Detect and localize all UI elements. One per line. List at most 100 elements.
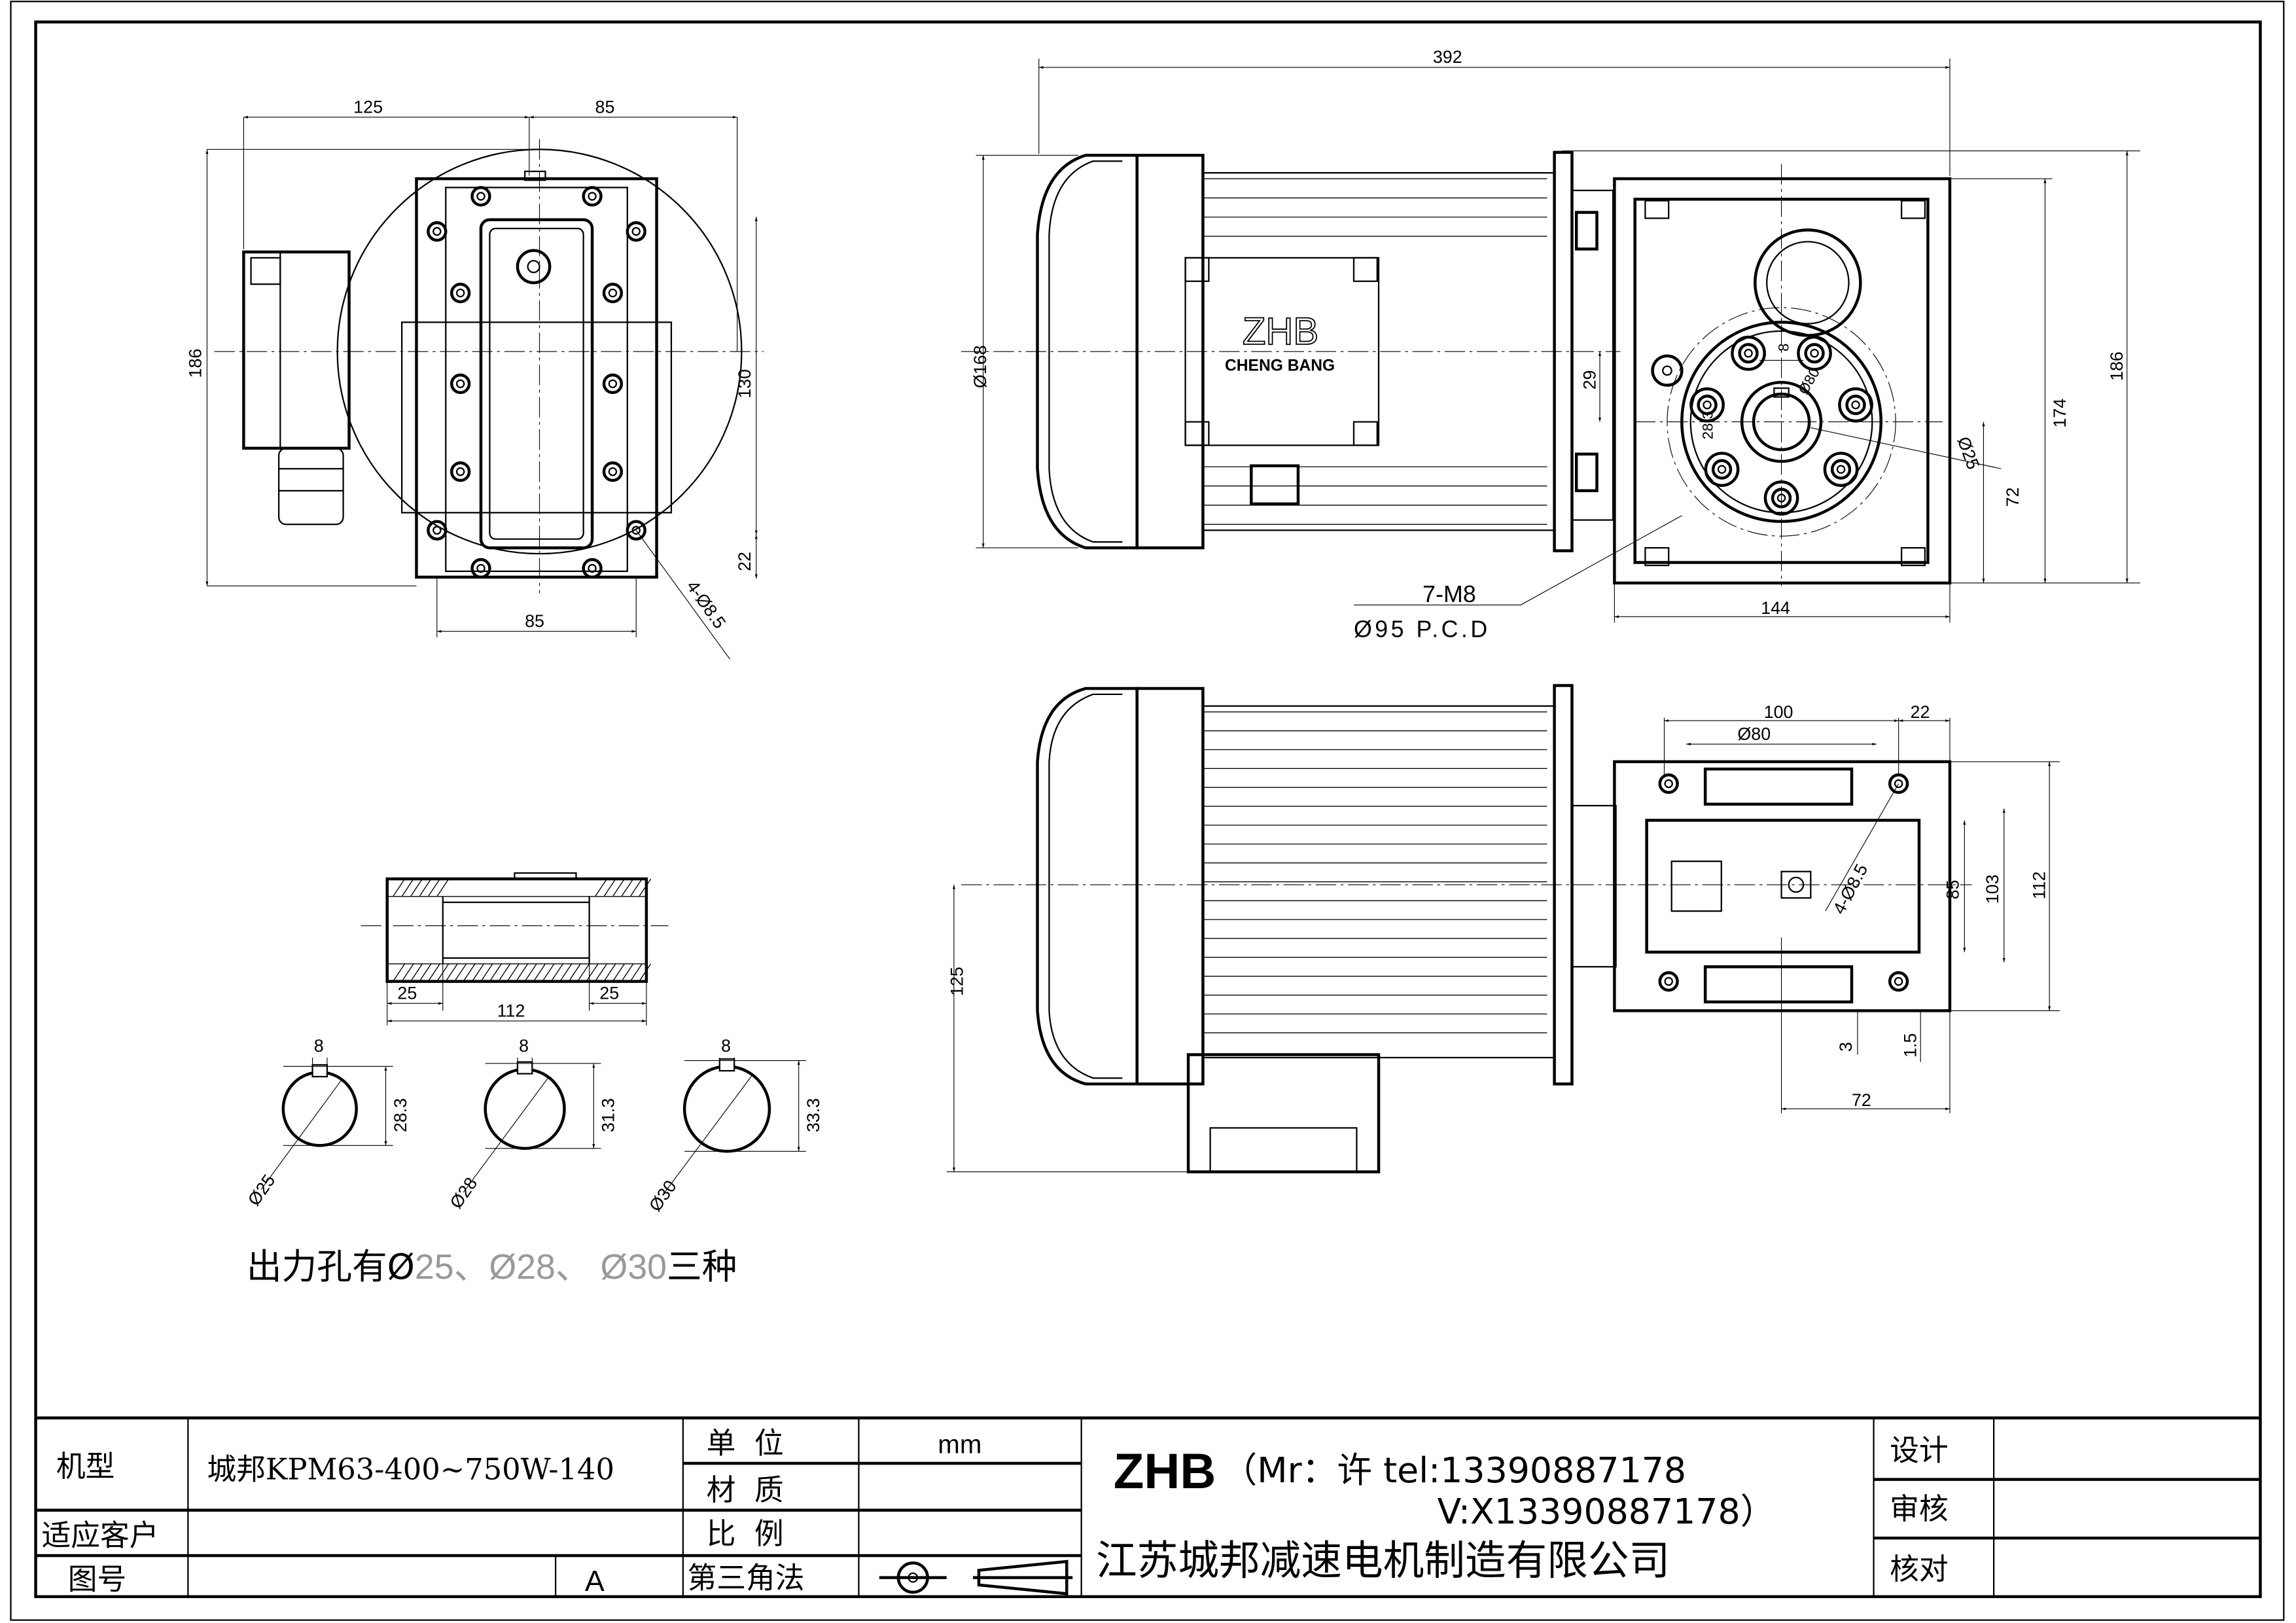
bolt-icon bbox=[1804, 343, 1825, 364]
bolt-icon bbox=[1771, 488, 1792, 508]
bolt-icon bbox=[1845, 395, 1866, 416]
hatch-line bbox=[603, 963, 616, 982]
hatch-line bbox=[621, 963, 634, 982]
terminal-box-bottom bbox=[1186, 1053, 1381, 1173]
leader-line bbox=[662, 1075, 753, 1196]
hatch-line bbox=[533, 963, 546, 982]
cable-gland bbox=[277, 447, 344, 526]
bore-note-prefix: 出力孔有Ø bbox=[247, 1246, 415, 1287]
bolt-icon bbox=[450, 461, 471, 482]
dim-7-m8: 7-M8 bbox=[1422, 581, 1476, 607]
bolt-hole bbox=[1703, 401, 1712, 410]
bolt-hole bbox=[588, 563, 597, 573]
dim-85-bottom: 85 bbox=[525, 611, 544, 631]
bolt-icon bbox=[1711, 459, 1733, 480]
dim-1-5: 1.5 bbox=[1900, 1033, 1920, 1058]
dim-186-left: 186 bbox=[185, 349, 205, 378]
fan-cover bbox=[1036, 154, 1139, 550]
dim-392: 392 bbox=[1433, 47, 1462, 67]
bolt-hole bbox=[608, 379, 618, 389]
dim-22: 22 bbox=[735, 552, 754, 571]
hatch-line bbox=[568, 963, 581, 982]
dim-4-holes-bottom: 4-Ø8.5 bbox=[1829, 861, 1871, 918]
hatch-line bbox=[621, 878, 634, 897]
bolt-hole bbox=[1836, 465, 1846, 474]
bore-dia-label: Ø25 bbox=[244, 1171, 279, 1209]
bolt-hole bbox=[455, 379, 465, 389]
hatch-line bbox=[445, 963, 458, 982]
hatch-line bbox=[594, 963, 608, 982]
bolt-hole bbox=[1744, 349, 1753, 358]
bolt-icon bbox=[470, 558, 491, 579]
dim-168: Ø168 bbox=[970, 345, 990, 388]
hatch-line bbox=[603, 878, 616, 897]
side-view-dims: 392 Ø168 29 8 Ø80 28.3 Ø25 174 186 72 14… bbox=[970, 47, 2140, 643]
flange-lug bbox=[1731, 335, 1766, 371]
dim-174: 174 bbox=[2050, 399, 2070, 428]
hatch-line bbox=[498, 963, 511, 982]
bore-key-label: 8 bbox=[519, 1036, 529, 1056]
bore-key-label: 8 bbox=[314, 1036, 324, 1056]
bore-dia-label: Ø30 bbox=[645, 1177, 680, 1215]
junction-box bbox=[242, 250, 351, 450]
bolt-icon bbox=[1888, 971, 1909, 992]
bolt-hole bbox=[608, 467, 618, 476]
hatch-line bbox=[639, 963, 652, 982]
hatch-line bbox=[410, 878, 423, 897]
hatch-line bbox=[471, 963, 485, 982]
output-flange bbox=[1680, 321, 1882, 524]
hatch-line bbox=[427, 878, 440, 897]
hatch-line bbox=[454, 963, 467, 982]
hatch-line bbox=[594, 878, 608, 897]
dim-112-bv: 112 bbox=[2029, 871, 2049, 899]
bolt-hole bbox=[433, 226, 442, 236]
bore-key-label: 8 bbox=[721, 1036, 731, 1056]
hatch-line bbox=[550, 963, 563, 982]
hatch-line bbox=[489, 963, 502, 982]
dim-100: 100 bbox=[1764, 702, 1793, 722]
bolt-icon bbox=[582, 186, 603, 207]
dim-29: 29 bbox=[1580, 370, 1599, 390]
bore-height-label: 31.3 bbox=[599, 1098, 618, 1132]
hatch-line bbox=[463, 963, 476, 982]
flange-lug bbox=[1763, 480, 1799, 516]
hatch-line bbox=[577, 963, 590, 982]
revision: A bbox=[585, 1565, 605, 1597]
dim-186-right: 186 bbox=[2107, 351, 2127, 381]
hatch-line bbox=[427, 963, 440, 982]
fan-cover-bottom bbox=[1036, 687, 1139, 1086]
inner-frame bbox=[34, 20, 2262, 1598]
bolt-icon bbox=[427, 520, 448, 541]
dim-72-side: 72 bbox=[2003, 488, 2022, 507]
dim-125-bv: 125 bbox=[947, 967, 966, 996]
hatch-line bbox=[639, 878, 652, 897]
dim-130: 130 bbox=[735, 369, 754, 399]
dim-85-bv: 85 bbox=[1943, 880, 1962, 899]
flange-lug bbox=[1838, 387, 1873, 423]
hatch-line bbox=[393, 963, 406, 982]
contact-line-1: （Mr：许 tel:13390887178 bbox=[1222, 1450, 1687, 1491]
unit-label: 单 位 bbox=[707, 1425, 784, 1460]
bolt-icon bbox=[1697, 395, 1718, 416]
dim-144: 144 bbox=[1761, 598, 1790, 618]
hatch-line bbox=[629, 878, 643, 897]
bore-height-label: 28.3 bbox=[391, 1098, 410, 1132]
bolt-icon bbox=[470, 186, 491, 207]
dim-shaft-left: 25 bbox=[397, 983, 417, 1003]
bolt-hole bbox=[1717, 465, 1727, 474]
output-bore bbox=[1740, 380, 1823, 463]
scale-label: 比 例 bbox=[707, 1516, 784, 1551]
bolt-icon bbox=[1658, 971, 1679, 992]
bolt-hole bbox=[1776, 493, 1786, 503]
motor-flange-circle bbox=[336, 149, 743, 555]
housing-boss bbox=[1644, 200, 1670, 219]
motor-brand-name: CHENG BANG bbox=[1225, 357, 1335, 374]
bolt-hole bbox=[1810, 349, 1819, 358]
bore-height-label: 33.3 bbox=[804, 1098, 823, 1132]
title-block: 机型 城邦KPM63-400~750W-140 单 位 mm 材 质 适应客户 … bbox=[35, 1416, 2261, 1597]
dim-103: 103 bbox=[1983, 874, 2002, 904]
housing-boss bbox=[1644, 546, 1670, 567]
hatch-line bbox=[393, 878, 406, 897]
third-angle-projection-symbol bbox=[879, 1560, 1073, 1596]
dim-key-8: 8 bbox=[1776, 344, 1792, 351]
